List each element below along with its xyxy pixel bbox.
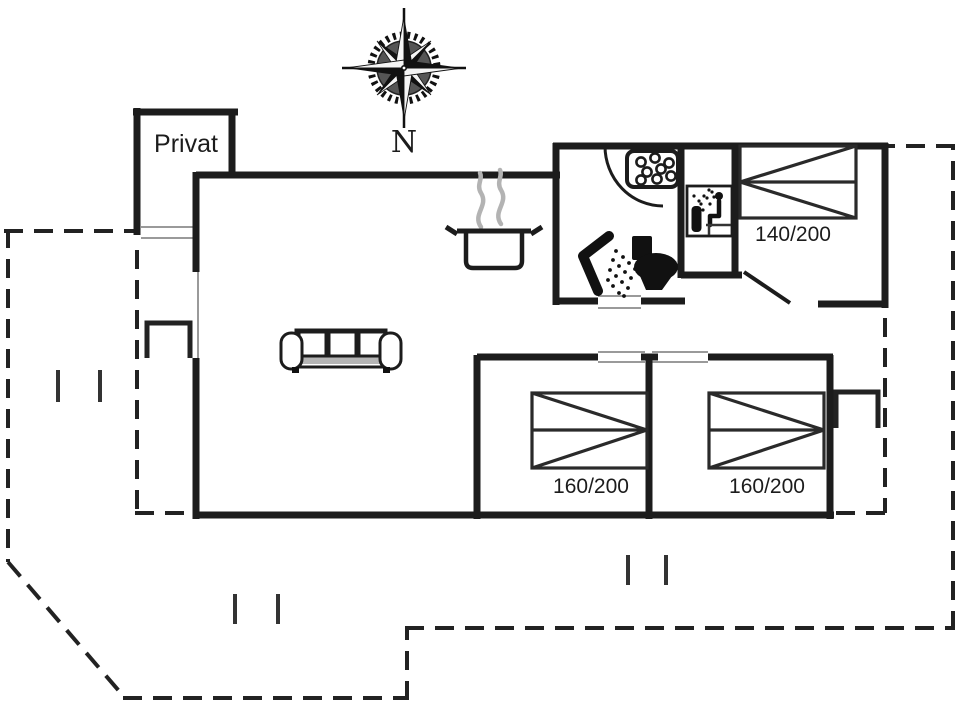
bed-size-label: 140/200	[755, 223, 831, 246]
door-window-thresholds	[141, 226, 708, 363]
bedroom-door-leaf	[742, 270, 792, 305]
bathroom-door-arc	[603, 145, 664, 208]
sofa-icon	[279, 328, 403, 373]
cooking-pot-icon	[444, 224, 544, 271]
double-bed-icon-top-right	[738, 144, 858, 220]
sauna-icon	[685, 184, 734, 238]
steam-icon	[476, 167, 506, 230]
compass-rose-icon	[342, 8, 466, 128]
bed-size-label: 160/200	[729, 475, 805, 498]
compass-north-label: N	[391, 125, 417, 160]
shower-icon	[578, 231, 637, 298]
terrace-step-marks	[56, 370, 668, 624]
private-room-label: Privat	[154, 130, 218, 158]
whirlpool-icon	[625, 149, 680, 189]
wall-lines	[133, 108, 889, 519]
entry-steps-left-icon	[144, 320, 193, 358]
double-bed-icon-bottom-left	[530, 391, 649, 470]
toilet-icon	[632, 236, 678, 290]
terrace-dashed-outline	[4, 144, 955, 700]
bed-size-label: 160/200	[553, 475, 629, 498]
double-bed-icon-bottom-right	[707, 391, 826, 470]
entry-steps-right-icon	[833, 389, 881, 428]
